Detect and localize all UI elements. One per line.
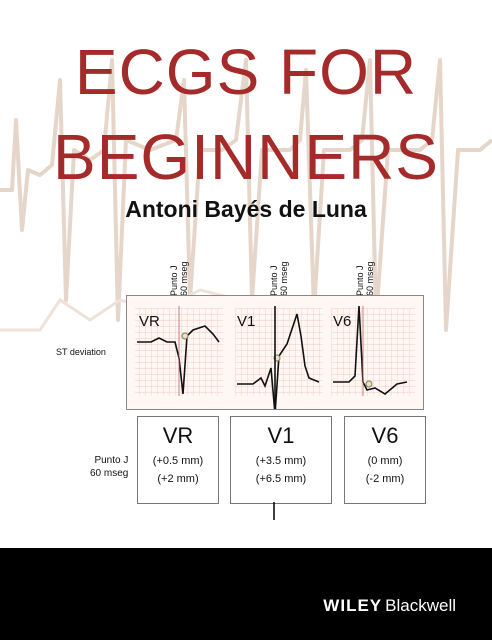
lead-vr-label: VR [162,423,194,448]
lead-v6-value-2: (-2 mm) [365,473,405,485]
lead-v6-j-point [365,380,373,388]
lead-v6-measurement-box: V6 (0 mm) (-2 mm) [344,416,426,504]
lead-vr-j-point [181,332,189,340]
lead-vr-measurement-box: VR (+0.5 mm) (+2 mm) [137,416,219,504]
lead-vr-value-1: (+0.5 mm) [152,455,204,467]
lead-v1-value-1: (+3.5 mm) [255,455,307,467]
lead-vr-value-2: (+2 mm) [157,473,199,485]
author-name: Antoni Bayés de Luna [125,196,367,222]
publisher-name-bold: WILEY [323,596,383,615]
lead-v6-trace [333,305,408,395]
lead-vr-trace [137,325,220,395]
publisher-footer [0,548,492,640]
lead-v6-value-1: (0 mm) [367,455,403,467]
ecg-traces: VR V1 V6 [135,305,415,409]
title-line-1: ECGS FOR [74,36,418,108]
lead-v1-name: V1 [237,313,255,330]
st-deviation-label: ST deviation [56,347,106,357]
title-line-2: BEGINNERS [53,121,439,193]
lead-v6-name: V6 [333,313,351,330]
lead-v1-value-2: (+6.5 mm) [255,473,307,485]
lead-vr-name: VR [139,313,160,330]
lead-v1-measurement-box: V1 (+3.5 mm) (+6.5 mm) [230,416,332,504]
publisher-name-light: Blackwell [385,596,456,615]
lead-v1-label: V1 [267,423,295,448]
ecg-panel: VR V1 V6 [126,295,424,410]
lead-v1-grid [235,308,323,396]
lead-v6-label: V6 [371,423,399,448]
lead-v1-trace [237,313,320,409]
